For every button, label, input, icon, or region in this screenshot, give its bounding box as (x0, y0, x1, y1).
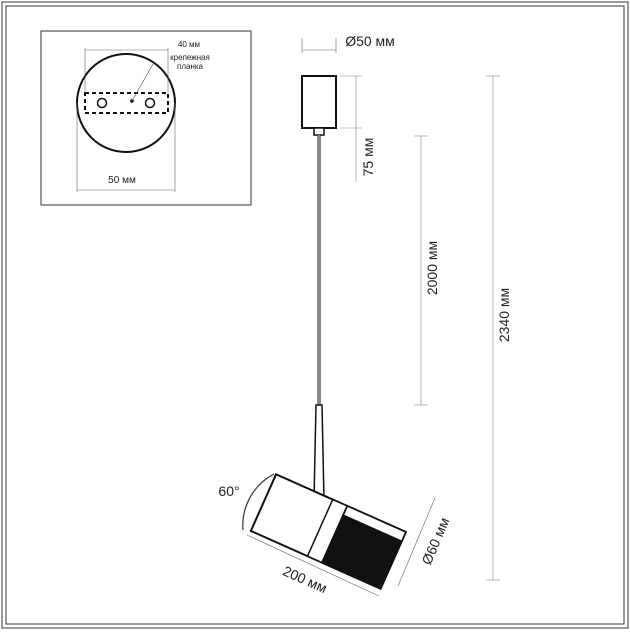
lamp-head (249, 472, 408, 591)
total-height-label: 2340 мм (496, 288, 512, 342)
lamp-drawing: Ø50 мм 75 мм 2000 мм 2340 мм (218, 33, 512, 597)
plate-leader-line (131, 63, 154, 102)
rod-sleeve (313, 404, 325, 501)
tilt-angle-label: 60° (218, 483, 239, 499)
mount-width-label: 40 мм (178, 40, 200, 49)
canopy-width-label: 50 мм (108, 175, 136, 186)
canopy (301, 75, 337, 129)
lamp-head-lens-rim (342, 505, 407, 543)
canopy-connector (313, 127, 325, 136)
canopy-height-label: 75 мм (360, 138, 376, 177)
tilt-arc (242, 473, 275, 531)
inset-box (40, 30, 252, 206)
canopy-diameter-label: Ø50 мм (345, 33, 395, 49)
mount-hole-left (96, 97, 108, 109)
inner-frame (5, 5, 625, 625)
canopy-top-circle (76, 53, 176, 153)
plate-label-line2: планка (177, 62, 204, 71)
mounting-plate (84, 92, 169, 114)
plate-label-line1: крепежная (170, 53, 210, 62)
head-diameter-dim-line (397, 497, 436, 587)
rod-length-label: 2000 мм (424, 241, 440, 295)
mount-hole-right (144, 97, 156, 109)
head-length-dim-line (246, 534, 380, 597)
mount-detail-inset: 50 мм 40 мм крепежная планка (40, 30, 252, 206)
head-diameter-label: Ø60 мм (418, 515, 452, 567)
head-length-label: 200 мм (281, 563, 330, 597)
